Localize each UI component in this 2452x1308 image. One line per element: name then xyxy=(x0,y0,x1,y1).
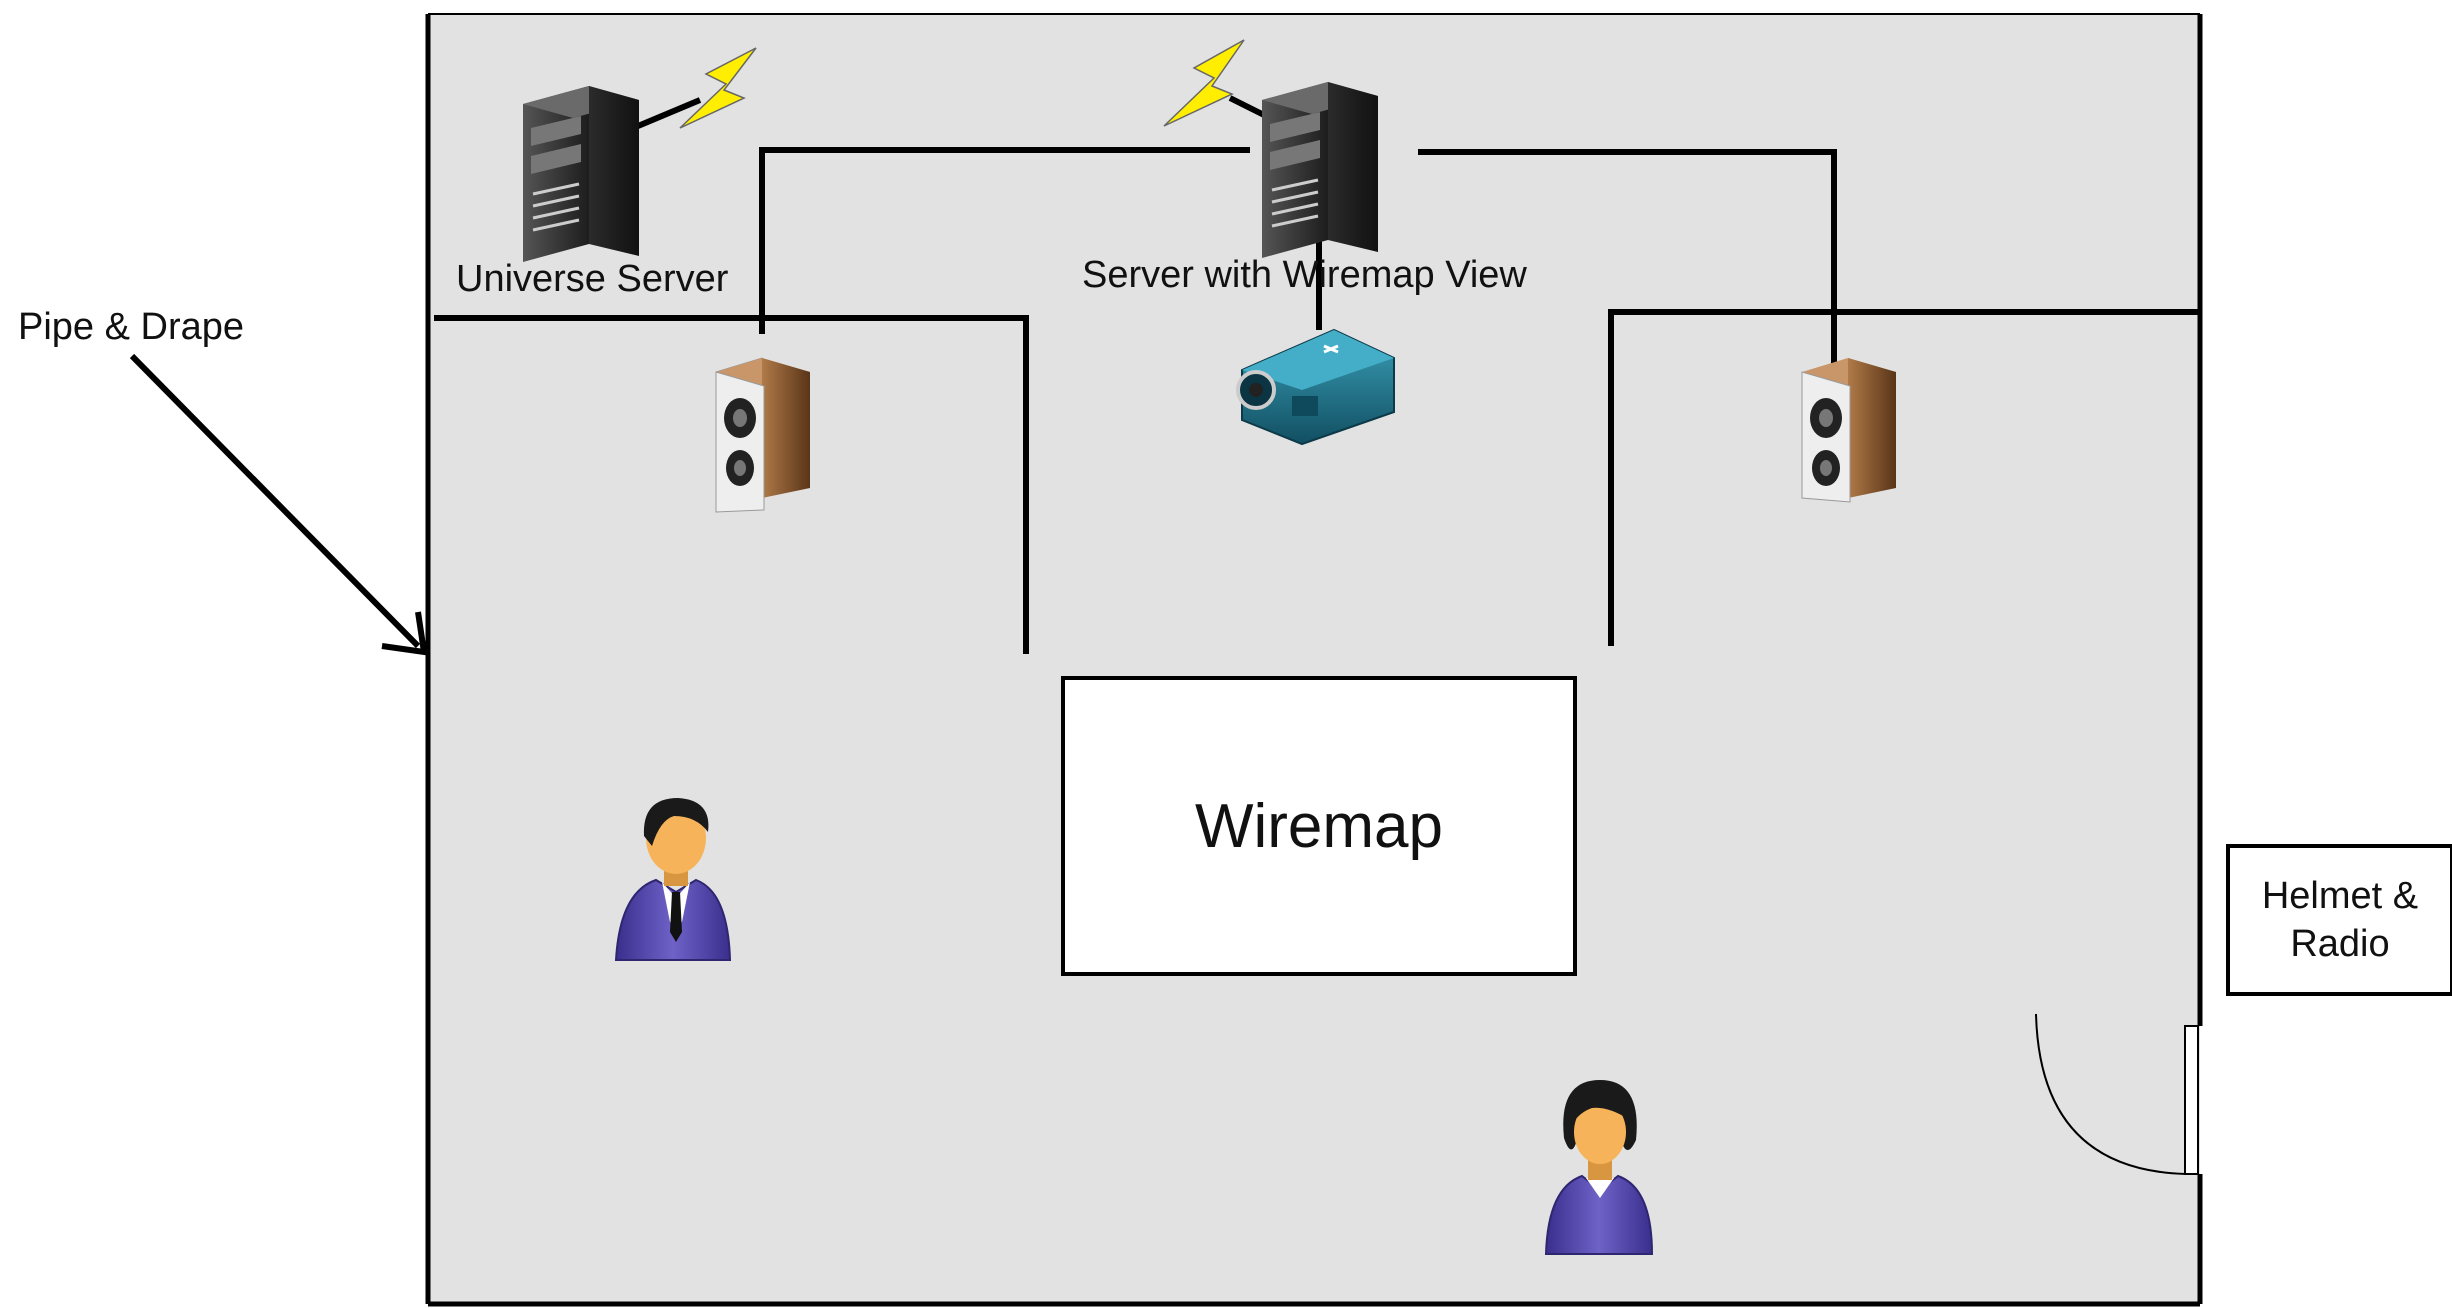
woman-person-icon xyxy=(1544,1080,1654,1255)
pipe-drape-right xyxy=(1608,309,2200,646)
cables xyxy=(636,95,1837,364)
man-person-icon xyxy=(614,798,732,961)
server-wiremap-view-label: Server with Wiremap View xyxy=(1082,254,1527,296)
speaker-icon xyxy=(715,357,810,513)
lightning-bolt-icon xyxy=(679,47,757,129)
helmet-radio-box xyxy=(2226,844,2452,996)
universe-server-label: Universe Server xyxy=(456,258,729,300)
arrow-icon xyxy=(129,353,428,656)
server-tower-icon xyxy=(1262,82,1378,258)
lightning-bolt-icon xyxy=(1163,39,1245,127)
wiremap-box xyxy=(1061,676,1577,976)
server-tower-icon xyxy=(523,86,639,262)
helmet-radio-label: Helmet & Radio xyxy=(2261,875,2419,965)
wiremap-label: Wiremap xyxy=(1194,791,1444,861)
projector-icon xyxy=(1236,328,1395,446)
speaker-icon xyxy=(1801,358,1896,503)
pipe-drape-label: Pipe & Drape xyxy=(18,306,245,348)
pipe-drape-left xyxy=(434,315,1029,654)
door-swing-icon xyxy=(2035,1013,2199,1175)
